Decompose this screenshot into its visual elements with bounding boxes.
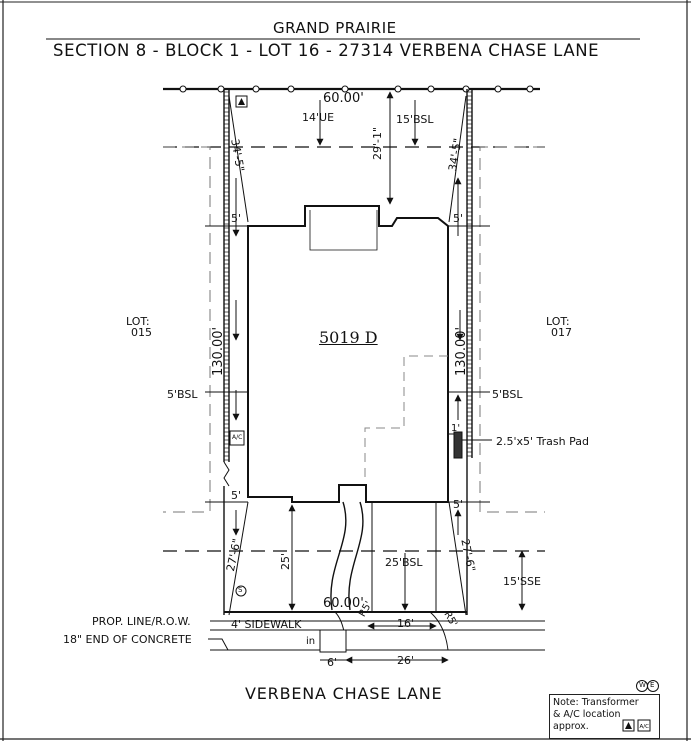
left-side-bottom-label: 5'	[231, 489, 242, 502]
note-line: & A/C location	[553, 709, 621, 720]
house-inner-wall	[309, 210, 378, 251]
right-side-bottom-label: 5'	[453, 498, 464, 511]
right-depth-label: 130.00'	[454, 326, 469, 376]
sidewalk-label: 4' SIDEWALK	[231, 618, 302, 631]
right-side-top-label: 5'	[453, 212, 464, 225]
ac-box	[229, 430, 245, 446]
transformer-triangle	[238, 98, 245, 105]
fence-post	[462, 85, 470, 93]
trash-pad-label: 2.5'x5' Trash Pad	[496, 435, 589, 448]
water-label: W	[639, 681, 646, 689]
sewer-cleanout-icon	[235, 585, 247, 597]
transformer-legend-triangle	[625, 722, 632, 729]
fence-post	[341, 85, 349, 93]
rear-easement-label: 14'UE	[302, 111, 335, 124]
sewer-label: S	[238, 586, 243, 594]
inlet-box	[319, 629, 347, 653]
electric-meter-icon	[647, 680, 659, 692]
front-bsl-label: 25'BSL	[385, 556, 423, 569]
fence-post	[287, 85, 295, 93]
rear-dim-label: 29'-1"	[371, 126, 384, 160]
neighbor-left-outline	[163, 146, 211, 513]
left-angle-bottom-line	[228, 501, 249, 616]
neighbor-right-lot-label: LOT:	[546, 315, 570, 328]
neighbor-right-lot-number: 017	[551, 326, 572, 339]
lot-title: SECTION 8 - BLOCK 1 - LOT 16 - 27314 VER…	[53, 41, 600, 60]
right-angle-top-line	[448, 95, 467, 223]
end-concrete-label: 18" END OF CONCRETE	[63, 633, 192, 646]
curb-return-right	[429, 611, 449, 651]
prop-line-label: PROP. LINE/R.O.W.	[92, 615, 191, 628]
left-depth-label: 130.00'	[211, 326, 226, 376]
left-side-top-label: 5'	[231, 212, 242, 225]
fence-post	[217, 85, 225, 93]
drive-26-label: 26'	[397, 654, 415, 667]
right-angle-bottom-line	[448, 501, 467, 616]
plan-id-label: 5019 D	[319, 328, 378, 347]
rear-bsl-label: 15'BSL	[396, 113, 434, 126]
neighbor-left-lot-label: LOT:	[126, 315, 150, 328]
city-title: GRAND PRAIRIE	[273, 19, 397, 37]
end-concrete-leader	[208, 638, 229, 651]
ac-label: A/C	[232, 434, 243, 441]
legend-note: Note: Transformer & A/C location approx.…	[549, 694, 660, 739]
trash-offset-label: 1'	[451, 423, 461, 434]
right-bsl-label: 5'BSL	[492, 388, 523, 401]
electric-label: E	[650, 681, 655, 689]
garage-outline	[364, 355, 448, 478]
fence-post	[394, 85, 402, 93]
drive-16-label: 16'	[397, 617, 415, 630]
note-icons: A/C	[622, 719, 651, 732]
front-width-label: 60.00'	[323, 596, 364, 611]
neighbor-right-outline	[479, 146, 545, 513]
ac-legend-icon	[637, 719, 651, 732]
right-fence	[466, 89, 473, 615]
trash-pad	[453, 431, 463, 459]
fence-post	[526, 85, 534, 93]
fence-post	[252, 85, 260, 93]
driveway	[330, 501, 364, 611]
neighbor-left-lot-number: 015	[131, 326, 152, 339]
fence-post	[179, 85, 187, 93]
front-setback-label: 25'	[279, 552, 292, 570]
fence-post	[494, 85, 502, 93]
fence-post	[427, 85, 435, 93]
drive-6-label: 6'	[327, 656, 338, 669]
note-line: approx.	[553, 721, 589, 732]
ac-legend-label: A/C	[640, 724, 650, 730]
inlet-label: in	[306, 636, 316, 647]
street-name: VERBENA CHASE LANE	[245, 684, 443, 703]
left-bsl-label: 5'BSL	[167, 388, 198, 401]
front-sse-label: 15'SSE	[503, 575, 541, 588]
note-line: Note: Transformer	[553, 697, 639, 708]
rear-width-label: 60.00'	[323, 91, 364, 106]
left-angle-top-line	[228, 95, 249, 223]
side-setback-markers	[205, 177, 490, 536]
